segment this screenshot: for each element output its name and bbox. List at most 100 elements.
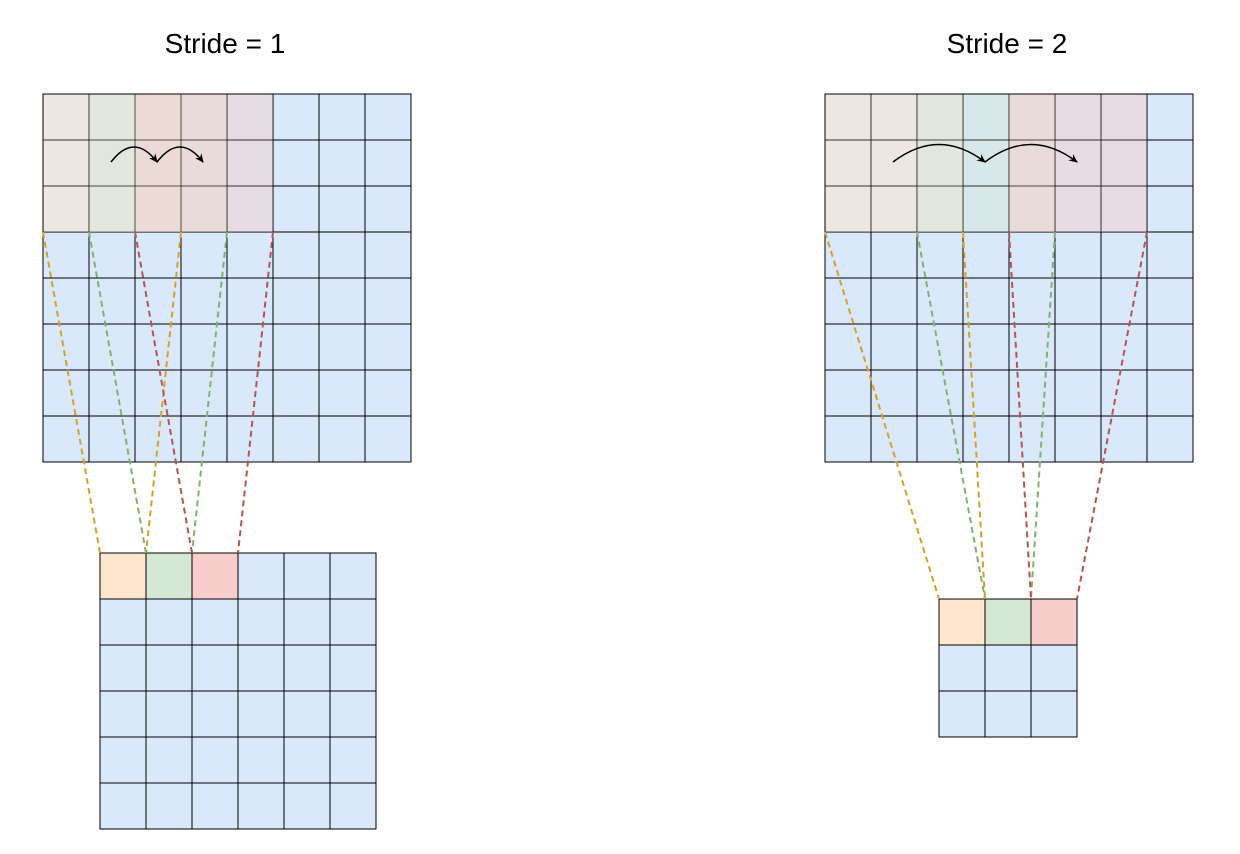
- stride-1-panel: [42, 93, 412, 830]
- input-cell: [88, 369, 136, 417]
- output-cell: [191, 690, 239, 738]
- input-cell: [824, 277, 872, 325]
- input-cell: [1008, 231, 1056, 279]
- input-cell: [1054, 323, 1102, 371]
- input-cell: [1146, 93, 1194, 141]
- panel-title-stride-1: Stride = 1: [165, 28, 286, 59]
- window-grid-line: [916, 139, 964, 187]
- output-cell: [283, 644, 331, 692]
- input-cell: [824, 415, 872, 463]
- input-cell: [226, 323, 274, 371]
- projection-line-1-right: [962, 231, 986, 600]
- output-cell: [145, 782, 193, 830]
- input-cell: [1054, 415, 1102, 463]
- projection-line-2-right: [1030, 231, 1056, 600]
- window-grid-line: [180, 139, 228, 187]
- projection-line-1-left: [824, 231, 940, 600]
- input-cell: [1100, 415, 1148, 463]
- output-cell: [329, 644, 377, 692]
- window-grid-line: [88, 139, 136, 187]
- input-cell: [180, 369, 228, 417]
- output-cell: [145, 690, 193, 738]
- output-cell: [237, 736, 285, 784]
- panel-title-stride-2: Stride = 2: [947, 28, 1068, 59]
- output-cell: [984, 644, 1032, 692]
- window-grid-line: [226, 185, 274, 233]
- input-cell: [42, 369, 90, 417]
- output-cell: [984, 690, 1032, 738]
- projection-lines: [42, 231, 274, 554]
- input-cell: [226, 277, 274, 325]
- input-cell: [916, 231, 964, 279]
- output-cell: [145, 736, 193, 784]
- input-cell: [1146, 277, 1194, 325]
- input-cell: [318, 231, 366, 279]
- input-cell: [1146, 369, 1194, 417]
- window-grid-line: [916, 185, 964, 233]
- output-cell: [99, 552, 147, 600]
- window-grid-line: [272, 185, 320, 233]
- stride-2-panel: [824, 93, 1194, 738]
- input-cell: [318, 323, 366, 371]
- input-cell: [962, 369, 1010, 417]
- output-cell: [191, 782, 239, 830]
- input-cell: [88, 415, 136, 463]
- input-cell: [1008, 277, 1056, 325]
- window-grid-line: [1008, 185, 1056, 233]
- input-cell: [88, 231, 136, 279]
- input-cell: [226, 415, 274, 463]
- window-grid-line: [1054, 139, 1102, 187]
- output-grid: [99, 552, 377, 830]
- output-cell: [99, 644, 147, 692]
- output-cell: [145, 552, 193, 600]
- output-cell: [329, 690, 377, 738]
- input-cell: [1054, 231, 1102, 279]
- kernel-window-3: [1009, 94, 1147, 232]
- input-cell: [180, 323, 228, 371]
- window-grid-line: [134, 185, 182, 233]
- input-cell: [1008, 369, 1056, 417]
- kernel-window-3: [135, 94, 273, 232]
- input-cell: [870, 369, 918, 417]
- output-cell: [1030, 644, 1078, 692]
- input-cell: [272, 185, 320, 233]
- output-cell: [191, 644, 239, 692]
- input-cell: [272, 369, 320, 417]
- input-cell: [318, 139, 366, 187]
- output-grid: [938, 598, 1078, 738]
- input-cell: [272, 139, 320, 187]
- input-cell: [1100, 369, 1148, 417]
- input-cell: [916, 369, 964, 417]
- input-cell: [364, 93, 412, 141]
- input-cell: [1100, 323, 1148, 371]
- input-cell: [870, 231, 918, 279]
- output-cell: [329, 598, 377, 646]
- input-cell: [134, 415, 182, 463]
- input-cell: [318, 93, 366, 141]
- input-cell: [318, 369, 366, 417]
- window-grid-line: [962, 139, 1010, 187]
- input-cell: [318, 415, 366, 463]
- window-grid-line: [870, 139, 918, 187]
- output-cell: [938, 644, 986, 692]
- output-cell: [283, 782, 331, 830]
- input-cell: [1100, 277, 1148, 325]
- output-cell: [938, 598, 986, 646]
- input-cell: [870, 277, 918, 325]
- projection-line-3-right: [237, 231, 274, 554]
- output-cell: [99, 598, 147, 646]
- window-grid-line: [272, 139, 320, 187]
- input-cell: [88, 277, 136, 325]
- window-grid-line: [1008, 139, 1056, 187]
- input-cell: [180, 231, 228, 279]
- stride-arrow-1: [110, 146, 158, 163]
- output-cell: [283, 552, 331, 600]
- output-cell: [984, 598, 1032, 646]
- input-cell: [134, 369, 182, 417]
- window-grid-line: [226, 139, 274, 187]
- output-cell: [237, 782, 285, 830]
- output-cell: [329, 782, 377, 830]
- output-cell: [191, 598, 239, 646]
- window-grid-line: [134, 139, 182, 187]
